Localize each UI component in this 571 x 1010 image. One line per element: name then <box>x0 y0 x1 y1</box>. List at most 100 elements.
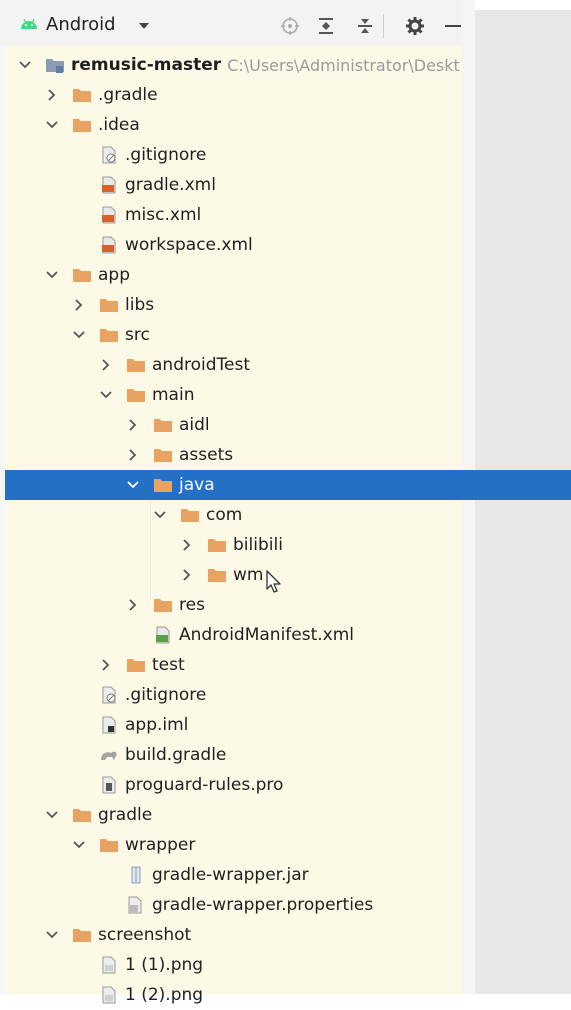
chevron-right-icon[interactable] <box>98 657 114 673</box>
chevron-right-icon[interactable] <box>71 297 87 313</box>
text-file-icon <box>99 776 119 794</box>
view-selector[interactable]: Android <box>20 14 150 35</box>
tree-row-res[interactable]: res <box>5 590 571 620</box>
dropdown-caret-icon <box>138 15 150 34</box>
view-selector-label: Android <box>46 14 116 35</box>
folder-icon <box>126 386 146 404</box>
tree-row-app[interactable]: app <box>5 260 509 290</box>
gradle-file-icon <box>99 746 119 764</box>
tree-row-androidmanifest-xml[interactable]: AndroidManifest.xml <box>5 620 571 650</box>
tree-row-assets[interactable]: assets <box>5 440 571 470</box>
tree-row-1-1-png[interactable]: 1 (1).png <box>5 950 536 980</box>
project-tree <box>0 46 462 994</box>
chevron-down-icon[interactable] <box>98 387 114 403</box>
gear-icon[interactable] <box>402 13 428 39</box>
tree-row-build-gradle[interactable]: build.gradle <box>5 740 536 770</box>
chevron-right-icon[interactable] <box>98 357 114 373</box>
folder-icon <box>180 506 200 524</box>
folder-icon <box>207 566 227 584</box>
tree-row-test[interactable]: test <box>5 650 563 680</box>
tree-spacer <box>125 627 141 643</box>
iml-file-icon <box>99 716 119 734</box>
tree-row-java[interactable]: java <box>5 470 571 500</box>
chevron-right-icon[interactable] <box>179 567 195 583</box>
tree-row-gradle-wrapper-jar[interactable]: gradle-wrapper.jar <box>5 860 563 890</box>
tree-row-com[interactable]: com <box>5 500 571 530</box>
tree-item-label: java <box>179 475 215 495</box>
chevron-down-icon[interactable] <box>17 57 33 73</box>
tree-row-workspace-xml[interactable]: workspace.xml <box>5 230 536 260</box>
chevron-down-icon[interactable] <box>44 927 60 943</box>
folder-icon <box>153 446 173 464</box>
tree-item-label: .gradle <box>98 85 158 105</box>
tree-row-gitignore[interactable]: .gitignore <box>5 680 536 710</box>
tree-item-label: res <box>179 595 205 615</box>
tree-item-label: wm <box>233 565 264 585</box>
tree-row-src[interactable]: src <box>5 320 536 350</box>
chevron-down-icon[interactable] <box>71 327 87 343</box>
tree-row-app-iml[interactable]: app.iml <box>5 710 536 740</box>
tree-row-bilibili[interactable]: bilibili <box>5 530 571 560</box>
tree-item-label: libs <box>125 295 155 315</box>
tree-row-misc-xml[interactable]: misc.xml <box>5 200 536 230</box>
collapse-all-icon[interactable] <box>352 13 378 39</box>
tree-item-label: proguard-rules.pro <box>125 775 284 795</box>
xml-file-icon <box>99 206 119 224</box>
chevron-right-icon[interactable] <box>125 417 141 433</box>
tree-item-label: src <box>125 325 150 345</box>
folder-icon <box>72 266 92 284</box>
tree-item-label: workspace.xml <box>125 235 253 255</box>
tree-row-main[interactable]: main <box>5 380 563 410</box>
chevron-down-icon[interactable] <box>44 267 60 283</box>
tree-row-gradle-wrapper-properties[interactable]: gradle-wrapper.properties <box>5 890 563 920</box>
tree-item-label: aidl <box>179 415 210 435</box>
tree-spacer <box>71 777 87 793</box>
chevron-right-icon[interactable] <box>44 87 60 103</box>
tree-row-1-2-png[interactable]: 1 (2).png <box>5 980 536 1010</box>
tree-row-gitignore[interactable]: .gitignore <box>5 140 536 170</box>
folder-icon <box>207 536 227 554</box>
tree-item-label: app.iml <box>125 715 189 735</box>
tree-row-wrapper[interactable]: wrapper <box>5 830 536 860</box>
tree-item-label: gradle.xml <box>125 175 216 195</box>
tree-row-libs[interactable]: libs <box>5 290 536 320</box>
hide-icon[interactable] <box>440 13 466 39</box>
tree-spacer <box>71 957 87 973</box>
tree-row-screenshot[interactable]: screenshot <box>5 920 509 950</box>
tree-item-label: 1 (1).png <box>125 955 204 975</box>
tree-spacer <box>71 237 87 253</box>
ignore-file-icon <box>99 686 119 704</box>
chevron-down-icon[interactable] <box>152 507 168 523</box>
tree-row-gradle[interactable]: gradle <box>5 800 509 830</box>
tree-item-label: remusic-master <box>71 55 222 75</box>
chevron-down-icon[interactable] <box>44 117 60 133</box>
xml-file-icon <box>99 236 119 254</box>
chevron-right-icon[interactable] <box>179 537 195 553</box>
manifest-file-icon <box>153 626 173 644</box>
expand-all-icon[interactable] <box>313 13 339 39</box>
tree-spacer <box>71 747 87 763</box>
chevron-down-icon[interactable] <box>125 477 141 493</box>
tree-row-gradle[interactable]: .gradle <box>5 80 509 110</box>
tree-row-idea[interactable]: .idea <box>5 110 509 140</box>
tree-row-proguard-rules-pro[interactable]: proguard-rules.pro <box>5 770 536 800</box>
tree-row-wm[interactable]: wm <box>5 560 571 590</box>
folder-icon <box>126 356 146 374</box>
tree-spacer <box>71 177 87 193</box>
tree-row-aidl[interactable]: aidl <box>5 410 571 440</box>
properties-file-icon <box>126 896 146 914</box>
chevron-right-icon[interactable] <box>125 447 141 463</box>
tree-row-androidtest[interactable]: androidTest <box>5 350 563 380</box>
folder-icon <box>72 116 92 134</box>
chevron-right-icon[interactable] <box>125 597 141 613</box>
xml-file-icon <box>99 176 119 194</box>
tree-item-label: 1 (2).png <box>125 985 204 1005</box>
tree-spacer <box>71 717 87 733</box>
image-file-icon <box>99 986 119 1004</box>
chevron-down-icon[interactable] <box>71 837 87 853</box>
locate-icon[interactable] <box>277 13 303 39</box>
tree-row-gradle-xml[interactable]: gradle.xml <box>5 170 536 200</box>
tree-item-label: gradle <box>98 805 153 825</box>
chevron-down-icon[interactable] <box>44 807 60 823</box>
